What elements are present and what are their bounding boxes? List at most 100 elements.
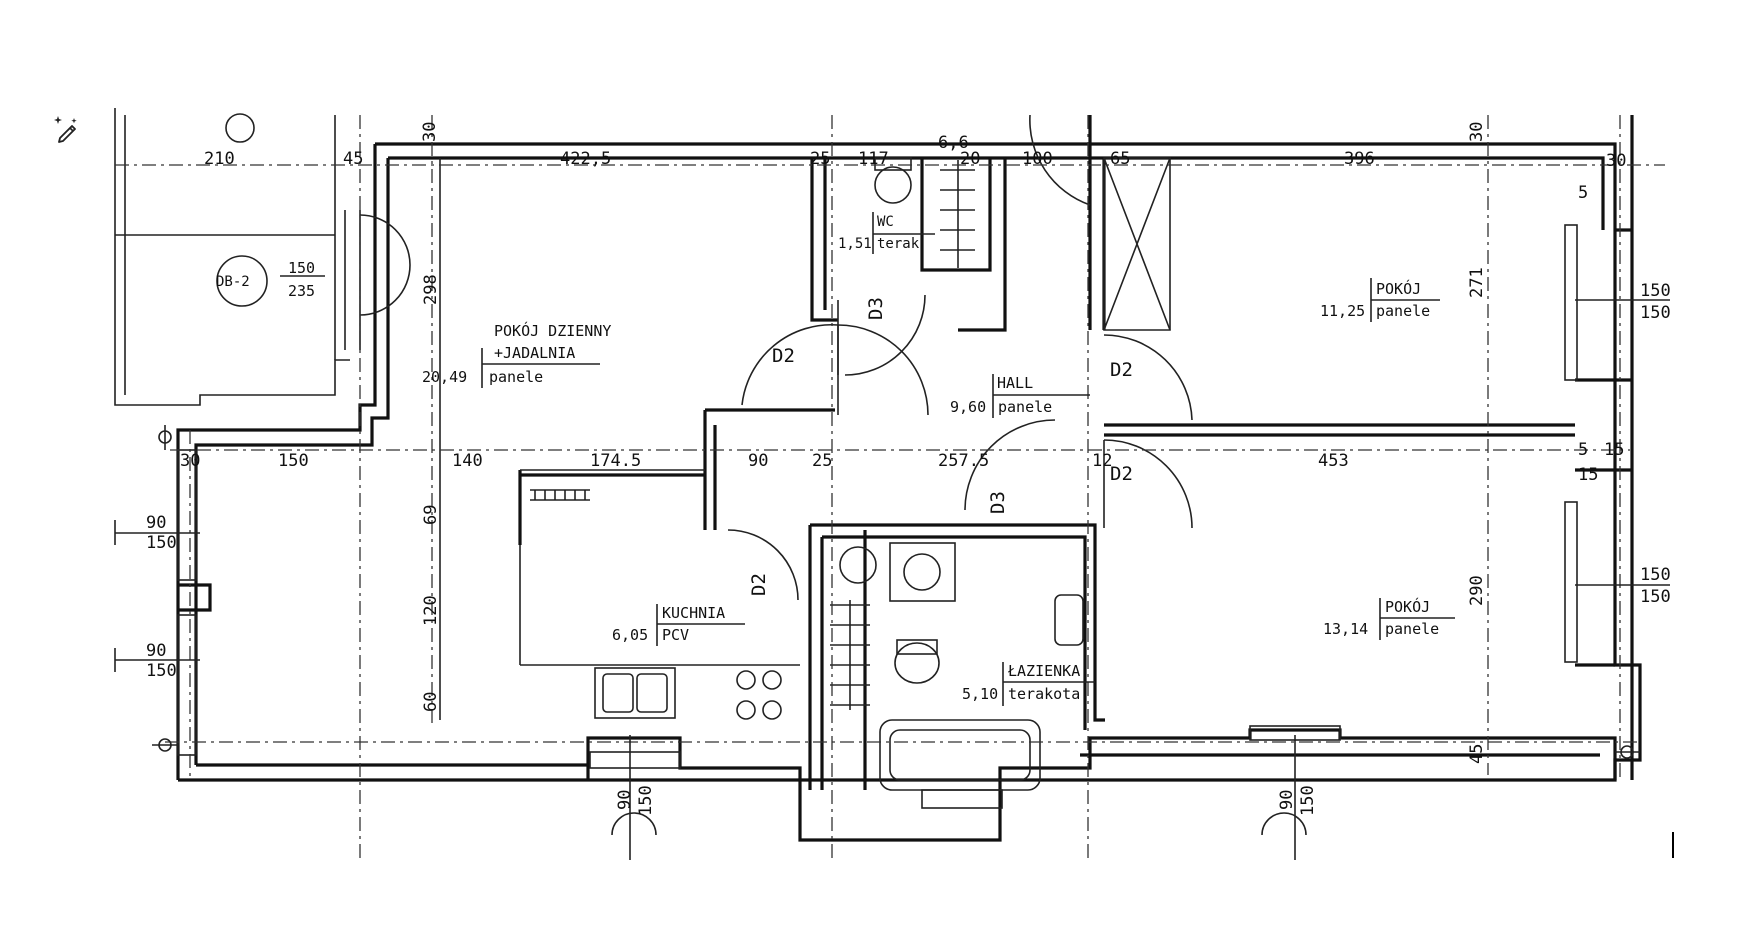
dim-210: 210 bbox=[204, 149, 235, 169]
room-kitchen-name: KUCHNIA bbox=[662, 604, 725, 622]
dim-396: 396 bbox=[1344, 149, 1375, 169]
window-left-1-width: 90 bbox=[146, 513, 166, 533]
window-right-2-height: 150 bbox=[1640, 587, 1671, 607]
room-bedroom-1-area: 11,25 bbox=[1320, 302, 1365, 320]
door-label-d3-bathroom: D3 bbox=[987, 491, 1009, 514]
dim-69: 69 bbox=[421, 505, 441, 525]
dim-20: 20 bbox=[960, 149, 980, 169]
room-hall-area: 9,60 bbox=[950, 398, 986, 416]
room-living-name-line2: +JADALNIA bbox=[494, 344, 575, 362]
dim-5-top: 5 bbox=[1578, 183, 1588, 203]
dim-453: 453 bbox=[1318, 451, 1349, 471]
dim-65: 65 bbox=[1110, 149, 1130, 169]
dim-25-top: 25 bbox=[810, 149, 830, 169]
window-left-2-width: 90 bbox=[146, 641, 166, 661]
dim-45: 45 bbox=[343, 149, 363, 169]
doors bbox=[344, 114, 1193, 601]
dim-30-corner: 30 bbox=[1606, 151, 1626, 171]
dim-4225: 422,5 bbox=[560, 149, 611, 169]
window-right-1-width: 150 bbox=[1640, 281, 1671, 301]
balcony bbox=[114, 108, 350, 406]
room-bathroom-floor: terakota bbox=[1008, 685, 1080, 703]
dim-45-bottom: 45 bbox=[1467, 744, 1487, 764]
dimensions-top: 210 45 30 422,5 25 117 6,6 20 100 65 396… bbox=[204, 122, 1626, 203]
dim-30-top-right: 30 bbox=[1467, 122, 1487, 142]
room-bedroom-2: POKÓJ 13,14 panele bbox=[1323, 597, 1455, 640]
window-bottom-2-width: 90 bbox=[1277, 790, 1297, 810]
room-hall-floor: panele bbox=[998, 398, 1052, 416]
room-wc: WC 1,51 terak bbox=[838, 212, 935, 254]
dim-1745: 174.5 bbox=[590, 451, 641, 471]
room-living-area: 20,49 bbox=[422, 368, 467, 386]
dim-90-mid: 90 bbox=[748, 451, 768, 471]
room-bathroom-area: 5,10 bbox=[962, 685, 998, 703]
room-hall-name: HALL bbox=[997, 374, 1033, 392]
dim-15-b: 15 bbox=[1578, 465, 1598, 485]
room-bathroom: ŁAZIENKA 5,10 terakota bbox=[962, 662, 1095, 706]
dim-298: 298 bbox=[421, 274, 441, 305]
room-kitchen-area: 6,05 bbox=[612, 626, 648, 644]
door-label-d3-wc: D3 bbox=[865, 297, 887, 320]
window-left-1-height: 150 bbox=[146, 533, 177, 553]
window-right-1-height: 150 bbox=[1640, 303, 1671, 323]
room-bedroom-2-name: POKÓJ bbox=[1385, 597, 1430, 616]
dim-60: 60 bbox=[421, 692, 441, 712]
door-label-d2-kitchen: D2 bbox=[748, 573, 770, 596]
window-labels: 90 150 90 150 90 150 90 150 150 150 150 … bbox=[115, 281, 1671, 816]
dim-271: 271 bbox=[1467, 267, 1487, 298]
dim-2575: 257.5 bbox=[938, 451, 989, 471]
dim-140: 140 bbox=[452, 451, 483, 471]
dim-290: 290 bbox=[1467, 575, 1487, 606]
dim-117: 117 bbox=[858, 149, 889, 169]
room-wc-name: WC bbox=[877, 214, 894, 230]
balcony-tag-width: 150 bbox=[288, 259, 315, 277]
outer-walls bbox=[176, 115, 1642, 842]
dim-150-mid: 150 bbox=[278, 451, 309, 471]
window-bottom-1-width: 90 bbox=[615, 790, 635, 810]
dim-120: 120 bbox=[421, 595, 441, 626]
room-living: POKÓJ DZIENNY +JADALNIA 20,49 panele bbox=[422, 321, 611, 388]
dim-100: 100 bbox=[1022, 149, 1053, 169]
room-wc-floor: terak bbox=[877, 236, 920, 252]
room-bathroom-name: ŁAZIENKA bbox=[1007, 662, 1080, 680]
magic-edit-icon[interactable] bbox=[50, 112, 84, 146]
dim-25-mid: 25 bbox=[812, 451, 832, 471]
door-labels: D2 D2 D2 D3 D3 D2 bbox=[748, 297, 1133, 596]
door-label-d2-bedroom-1: D2 bbox=[1110, 359, 1133, 381]
room-kitchen: KUCHNIA 6,05 PCV bbox=[612, 604, 745, 646]
dim-12: 12 bbox=[1092, 451, 1112, 471]
door-label-d2-living: D2 bbox=[772, 345, 795, 367]
dim-66: 6,6 bbox=[938, 133, 969, 153]
room-bedroom-1-name: POKÓJ bbox=[1376, 279, 1421, 298]
room-bedroom-2-area: 13,14 bbox=[1323, 620, 1368, 638]
room-bedroom-1-floor: panele bbox=[1376, 302, 1430, 320]
room-bedroom-2-floor: panele bbox=[1385, 620, 1439, 638]
room-bedroom-1: POKÓJ 11,25 panele bbox=[1320, 278, 1440, 322]
window-left-2-height: 150 bbox=[146, 661, 177, 681]
room-hall: HALL 9,60 panele bbox=[950, 374, 1090, 418]
reference-markers bbox=[114, 299, 1670, 860]
text-cursor bbox=[1672, 832, 1674, 858]
window-bottom-1-height: 150 bbox=[636, 785, 656, 816]
dim-30-top-left: 30 bbox=[420, 122, 440, 142]
room-kitchen-floor: PCV bbox=[662, 626, 689, 644]
axis-lines bbox=[115, 115, 1665, 860]
window-bottom-2-height: 150 bbox=[1298, 785, 1318, 816]
room-living-name-line1: POKÓJ DZIENNY bbox=[494, 321, 611, 340]
dim-5-mid: 5 bbox=[1578, 440, 1588, 460]
dim-30-mid: 30 bbox=[180, 451, 200, 471]
dimensions-vertical: 298 271 69 120 60 290 45 bbox=[421, 267, 1487, 764]
room-wc-area: 1,51 bbox=[838, 236, 872, 252]
room-labels: POKÓJ DZIENNY +JADALNIA 20,49 panele WC … bbox=[422, 212, 1455, 706]
window-right-2-width: 150 bbox=[1640, 565, 1671, 585]
windows bbox=[177, 224, 1578, 809]
dimensions-middle: 30 150 140 174.5 90 25 257.5 12 453 5 15… bbox=[180, 440, 1624, 485]
balcony-tag-height: 235 bbox=[288, 282, 315, 300]
dim-15-a: 15 bbox=[1604, 440, 1624, 460]
balcony-tag: DB-2 150 235 bbox=[216, 259, 315, 300]
room-living-floor: panele bbox=[489, 368, 543, 386]
door-label-d2-bedroom-2: D2 bbox=[1110, 463, 1133, 485]
balcony-tag-code: DB-2 bbox=[216, 274, 250, 290]
